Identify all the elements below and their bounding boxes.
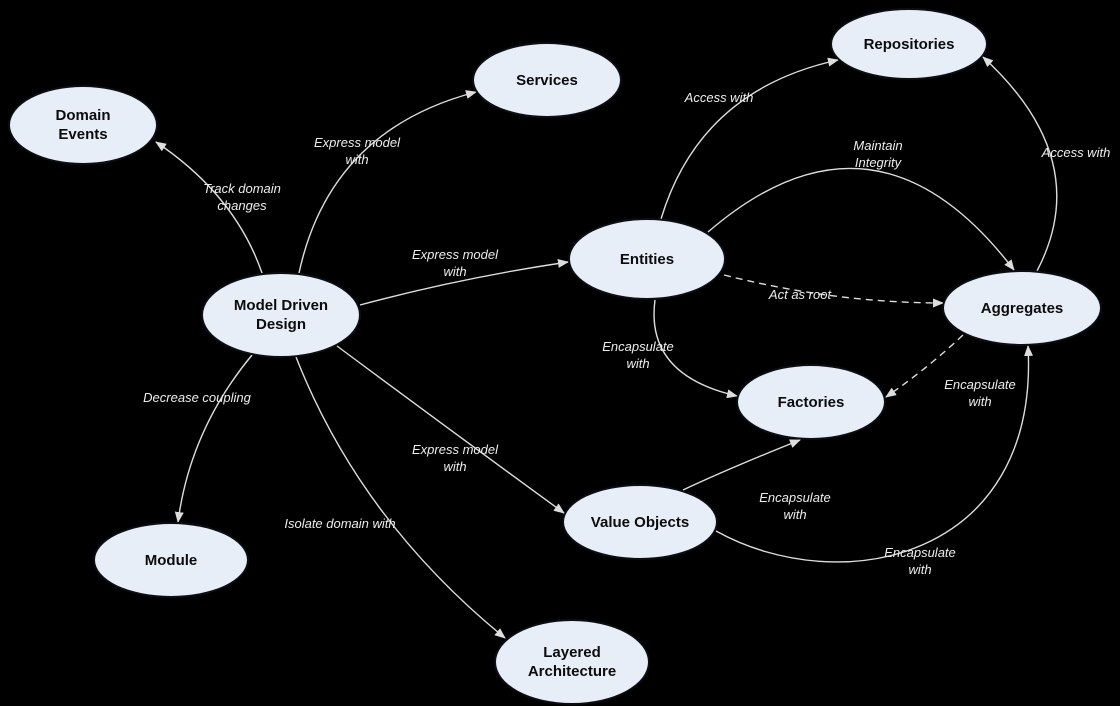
edge-mdd-to-services xyxy=(298,90,477,274)
edge-entities-to-factories xyxy=(653,299,738,399)
node-services: Services xyxy=(472,42,622,118)
edge-aggregates-to-factories xyxy=(885,334,964,398)
edge-label-isolate-domain-with: Isolate domain with xyxy=(284,516,396,531)
edge-label-track-domain-changes: Track domain changes xyxy=(203,181,281,213)
edge-value-objects-to-factories xyxy=(682,439,801,491)
edge-label-decrease-coupling: Decrease coupling xyxy=(143,390,251,405)
edge-label-express-model-services: Express model with xyxy=(314,135,400,167)
edge-label-encapsulate-aggregates-factories: Encapsulate with xyxy=(944,377,1016,409)
node-factories: Factories xyxy=(736,364,886,440)
edge-mdd-to-entities xyxy=(359,259,569,306)
edge-label-express-model-entities: Express model with xyxy=(412,247,498,279)
node-domain-events: Domain Events xyxy=(8,85,158,165)
edge-entities-to-aggregates-root xyxy=(723,274,944,308)
edge-label-encapsulate-entities-factories: Encapsulate with xyxy=(602,339,674,371)
edge-mdd-to-layered-architecture xyxy=(295,356,506,639)
edge-label-access-with-entities: Access with xyxy=(684,90,754,105)
node-module: Module xyxy=(93,522,249,598)
edge-aggregates-to-repositories xyxy=(982,56,1058,272)
node-entities: Entities xyxy=(568,218,726,300)
edge-label-encapsulate-value-objects-aggregates: Encapsulate with xyxy=(884,545,956,577)
edge-entities-to-repositories xyxy=(660,57,839,220)
edge-mdd-to-value-objects xyxy=(336,345,565,514)
edge-label-maintain-integrity: Maintain Integrity xyxy=(853,138,903,170)
node-model-driven-design: Model Driven Design xyxy=(201,272,361,358)
edge-label-express-model-value-objects: Express model with xyxy=(412,442,498,474)
edge-mdd-to-domain-events xyxy=(155,141,263,274)
edge-label-encapsulate-value-objects-factories: Encapsulate with xyxy=(759,490,831,522)
node-layered-architecture: Layered Architecture xyxy=(494,619,650,705)
node-value-objects: Value Objects xyxy=(562,484,718,560)
edge-mdd-to-module xyxy=(174,354,253,523)
node-aggregates: Aggregates xyxy=(942,270,1102,346)
edge-entities-to-aggregates-maintain xyxy=(707,167,1015,271)
edge-label-access-with-aggregates: Access with xyxy=(1041,145,1111,160)
edge-value-objects-to-aggregates xyxy=(715,345,1034,563)
edge-label-act-as-root: Act as root xyxy=(768,287,832,302)
node-repositories: Repositories xyxy=(830,8,988,80)
